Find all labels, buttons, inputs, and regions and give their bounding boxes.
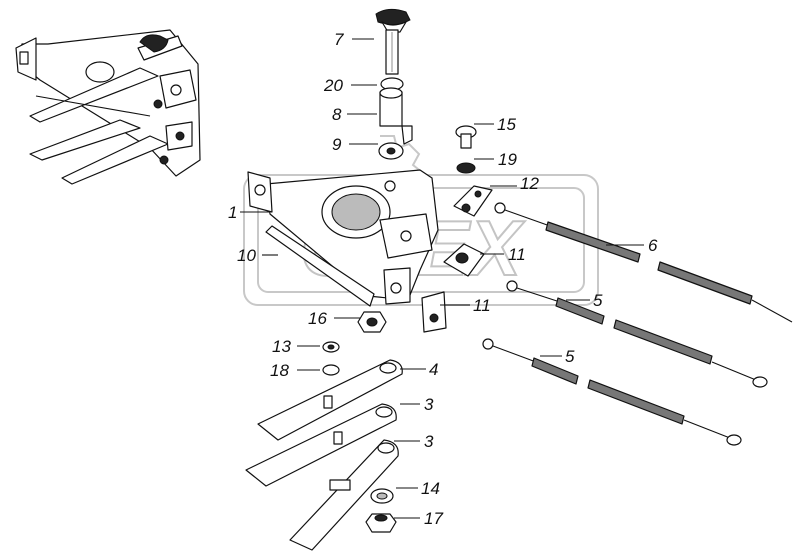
- callout-11-lower: 11: [473, 296, 491, 315]
- part-3-lever-lower: [289, 439, 399, 551]
- part-5-rod-upper: [506, 280, 768, 388]
- callout-14: 14: [421, 479, 440, 498]
- callout-13: 13: [272, 337, 291, 356]
- callout-9: 9: [332, 135, 342, 154]
- leader-lines: [240, 38, 644, 519]
- part-1-bracket: [247, 169, 439, 305]
- callout-17: 17: [424, 509, 443, 528]
- callout-20: 20: [323, 76, 343, 95]
- callout-1: 1: [228, 203, 237, 222]
- assembled-view: [15, 29, 201, 185]
- part-11-clip-lower: [421, 291, 447, 333]
- part-9-washer: [378, 125, 413, 160]
- callout-16: 16: [308, 309, 327, 328]
- part-4-lever: [257, 359, 403, 441]
- part-5-rod-lower: [482, 338, 742, 446]
- callouts: 7 20 8 9 15 19 12 1 10 6 11 5 11 16 5 13…: [228, 30, 658, 528]
- callout-7: 7: [334, 30, 344, 49]
- callout-6: 6: [648, 236, 658, 255]
- part-13-washer: [322, 341, 340, 353]
- part-14-washer: [370, 488, 394, 504]
- callout-11-upper: 11: [508, 245, 526, 264]
- callout-5-lower: 5: [565, 347, 575, 366]
- part-18-washer: [322, 364, 340, 376]
- part-10-bar: [265, 225, 375, 307]
- part-16-nut: [357, 311, 387, 333]
- part-17-nut: [365, 513, 397, 533]
- callout-12: 12: [520, 174, 539, 193]
- callout-8: 8: [332, 105, 342, 124]
- callout-3-upper: 3: [424, 395, 434, 414]
- part-7-button: [375, 8, 411, 75]
- part-12-clip: [453, 185, 493, 217]
- part-6-rod: [494, 202, 793, 323]
- part-8-bushing: [379, 87, 403, 127]
- part-15-bolt: [455, 125, 477, 149]
- callout-5-upper: 5: [593, 291, 603, 310]
- part-19-washer: [456, 162, 476, 174]
- callout-18: 18: [270, 361, 289, 380]
- part-3-lever-upper: [245, 403, 397, 487]
- callout-3-lower: 3: [424, 432, 434, 451]
- callout-10: 10: [237, 246, 256, 265]
- callout-15: 15: [497, 115, 516, 134]
- callout-19: 19: [498, 150, 517, 169]
- callout-4: 4: [429, 360, 438, 379]
